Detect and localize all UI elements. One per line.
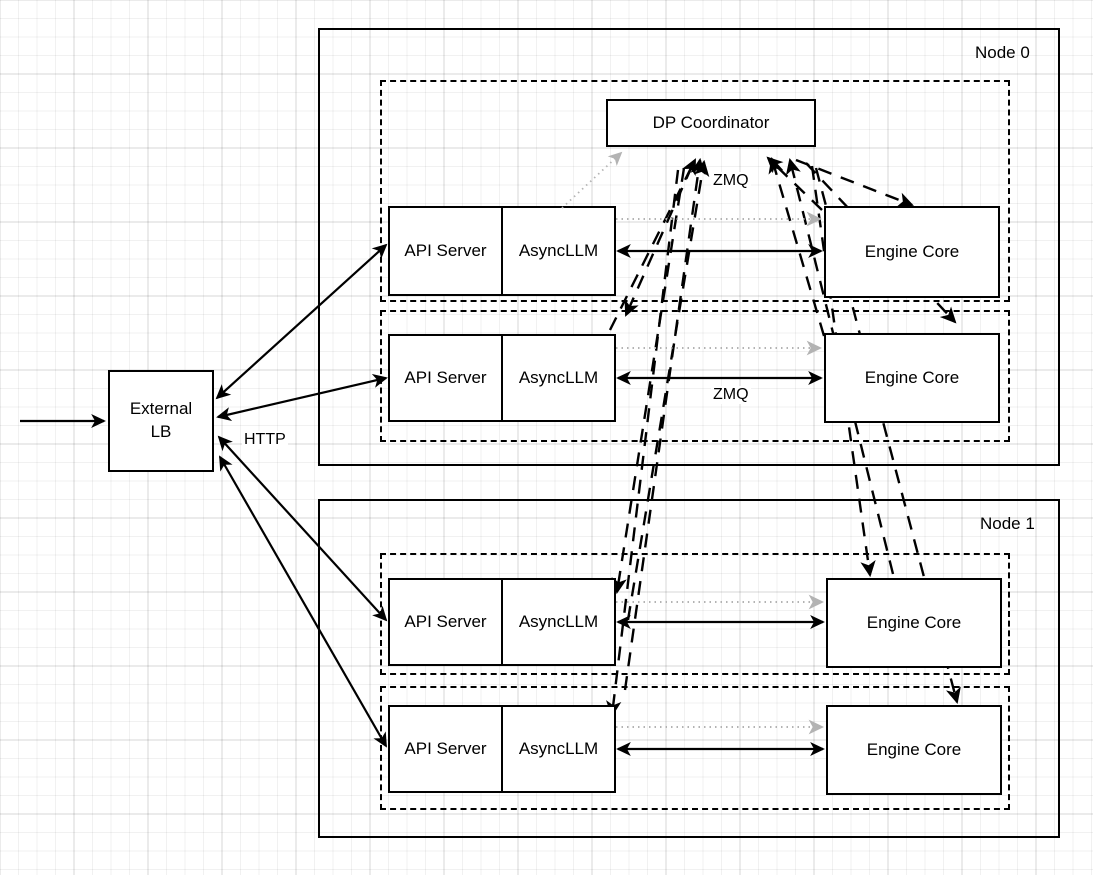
api-server-asyncllm-node1-1[interactable]: API Server AsyncLLM bbox=[388, 705, 616, 793]
engine-core-node0-1[interactable]: Engine Core bbox=[824, 333, 1000, 423]
engine-core-node1-0[interactable]: Engine Core bbox=[826, 578, 1002, 668]
engine-core-node1-1[interactable]: Engine Core bbox=[826, 705, 1002, 795]
api-server-asyncllm-node0-0[interactable]: API Server AsyncLLM bbox=[388, 206, 616, 296]
zmq-label-node0-0: ZMQ bbox=[711, 172, 751, 190]
replica-group-node1-1 bbox=[380, 686, 1010, 810]
api-server-asyncllm-node1-0[interactable]: API Server AsyncLLM bbox=[388, 578, 616, 666]
asyncllm-label-node1-1: AsyncLLM bbox=[518, 739, 599, 758]
external-lb-label-line2: LB bbox=[150, 422, 172, 441]
http-label: HTTP bbox=[242, 431, 288, 449]
external-lb-box[interactable]: External LB bbox=[108, 370, 214, 472]
external-lb-label-line1: External bbox=[129, 399, 193, 419]
api-server-label-node0-1: API Server bbox=[390, 336, 503, 420]
replica-group-node0-0 bbox=[380, 80, 1010, 302]
dp-coordinator-box[interactable]: DP Coordinator bbox=[606, 99, 816, 147]
api-server-label-node1-0: API Server bbox=[390, 580, 503, 664]
asyncllm-label-node1-0: AsyncLLM bbox=[518, 612, 599, 631]
asyncllm-label-node0-0: AsyncLLM bbox=[518, 241, 599, 260]
api-server-asyncllm-node0-1[interactable]: API Server AsyncLLM bbox=[388, 334, 616, 422]
api-server-label-node0-0: API Server bbox=[390, 208, 503, 294]
asyncllm-label-node0-1: AsyncLLM bbox=[518, 368, 599, 387]
api-server-label-node1-1: API Server bbox=[390, 707, 503, 791]
node-1-label: Node 1 bbox=[980, 514, 1035, 533]
node-0-label: Node 0 bbox=[975, 43, 1030, 62]
zmq-label-node0-1: ZMQ bbox=[711, 386, 751, 404]
engine-core-node0-0[interactable]: Engine Core bbox=[824, 206, 1000, 298]
